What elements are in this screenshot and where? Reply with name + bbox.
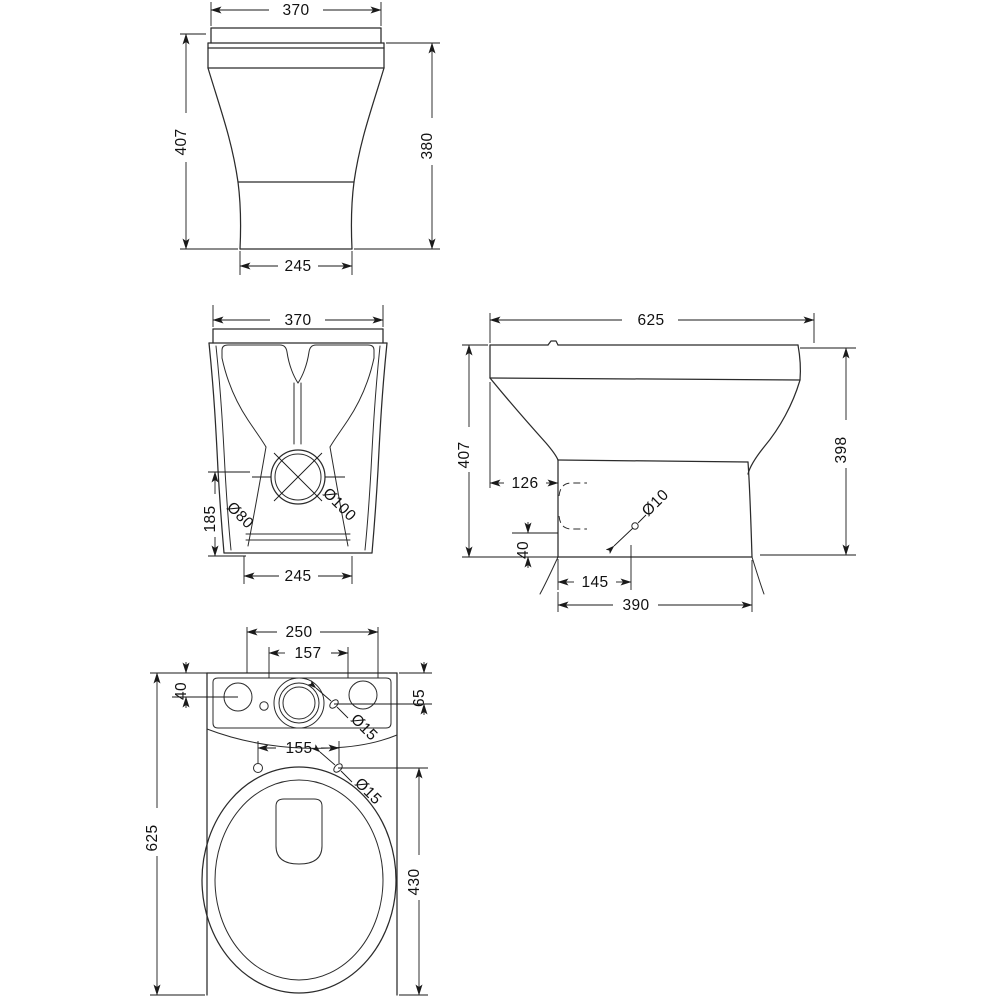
front-elevation-geometry [207,27,385,250]
dim-398-side-right: 398 [760,347,856,556]
plan-geometry [201,672,398,996]
dim-380-front-right: 380 [354,42,440,250]
view-side-elevation: 625 407 398 126 [456,312,856,614]
dim-126-side: 126 [489,382,559,492]
dim-label: 126 [511,475,538,492]
dim-label: 155 [285,740,312,757]
rear-elevation-geometry [208,328,388,554]
dim-label: 370 [284,312,311,329]
dim-label: 398 [833,436,850,463]
dim-label: 145 [581,574,608,591]
dim-d10-side: Ø10 [605,486,673,555]
dim-625-plan: 625 [144,672,205,996]
dim-label: 430 [406,868,423,895]
dim-label: Ø100 [319,485,359,525]
dim-label: 185 [202,505,219,532]
dim-d15-plan-lower: Ø15 [311,744,419,809]
dim-245-front-bottom: 245 [239,251,353,275]
dim-label: 380 [419,132,436,159]
dim-label: 157 [294,645,321,662]
dim-250-plan: 250 [246,624,379,678]
dim-label: 250 [285,624,312,641]
dim-65-plan: 65 [377,662,432,715]
side-elevation-geometry [489,340,802,595]
dim-label: 245 [284,568,311,585]
dim-245-rear-bottom: 245 [243,556,353,585]
dim-label: Ø15 [347,711,381,745]
view-rear-elevation: 370 185 245 Ø80 Ø100 [202,305,388,585]
dim-label: 407 [456,441,473,468]
dim-370-front-top: 370 [210,2,382,26]
dim-390-side: 390 [557,560,753,614]
dim-label: 65 [411,689,428,707]
dim-label: 245 [284,258,311,275]
dim-label: 40 [173,682,190,700]
dim-label: 40 [515,541,532,559]
dim-407-front-left: 407 [173,33,238,250]
dim-155-plan: 155 [257,740,340,763]
view-front-elevation: 370 407 380 245 [173,2,440,275]
dim-185-rear-left: 185 [202,471,250,557]
dim-label: 390 [622,597,649,614]
view-plan: 250 157 40 65 [144,624,432,996]
dim-d100-rear: Ø100 [319,485,359,525]
dim-370-rear-top: 370 [212,305,384,329]
dim-label: Ø15 [351,775,385,809]
dim-label: Ø10 [639,486,673,520]
dim-label: 370 [282,2,309,19]
dim-157-plan: 157 [268,645,349,678]
dim-label: 625 [637,312,664,329]
dim-407-side-left: 407 [456,344,556,558]
dim-145-side: 145 [557,545,632,591]
dim-625-side-top: 625 [489,312,815,343]
dim-430-plan: 430 [399,767,428,996]
dim-label: 407 [173,128,190,155]
dim-40-side: 40 [500,522,558,568]
dim-40-plan: 40 [172,662,238,708]
dim-d15-plan-upper: Ø15 [307,680,424,745]
dim-label: 625 [144,824,161,851]
